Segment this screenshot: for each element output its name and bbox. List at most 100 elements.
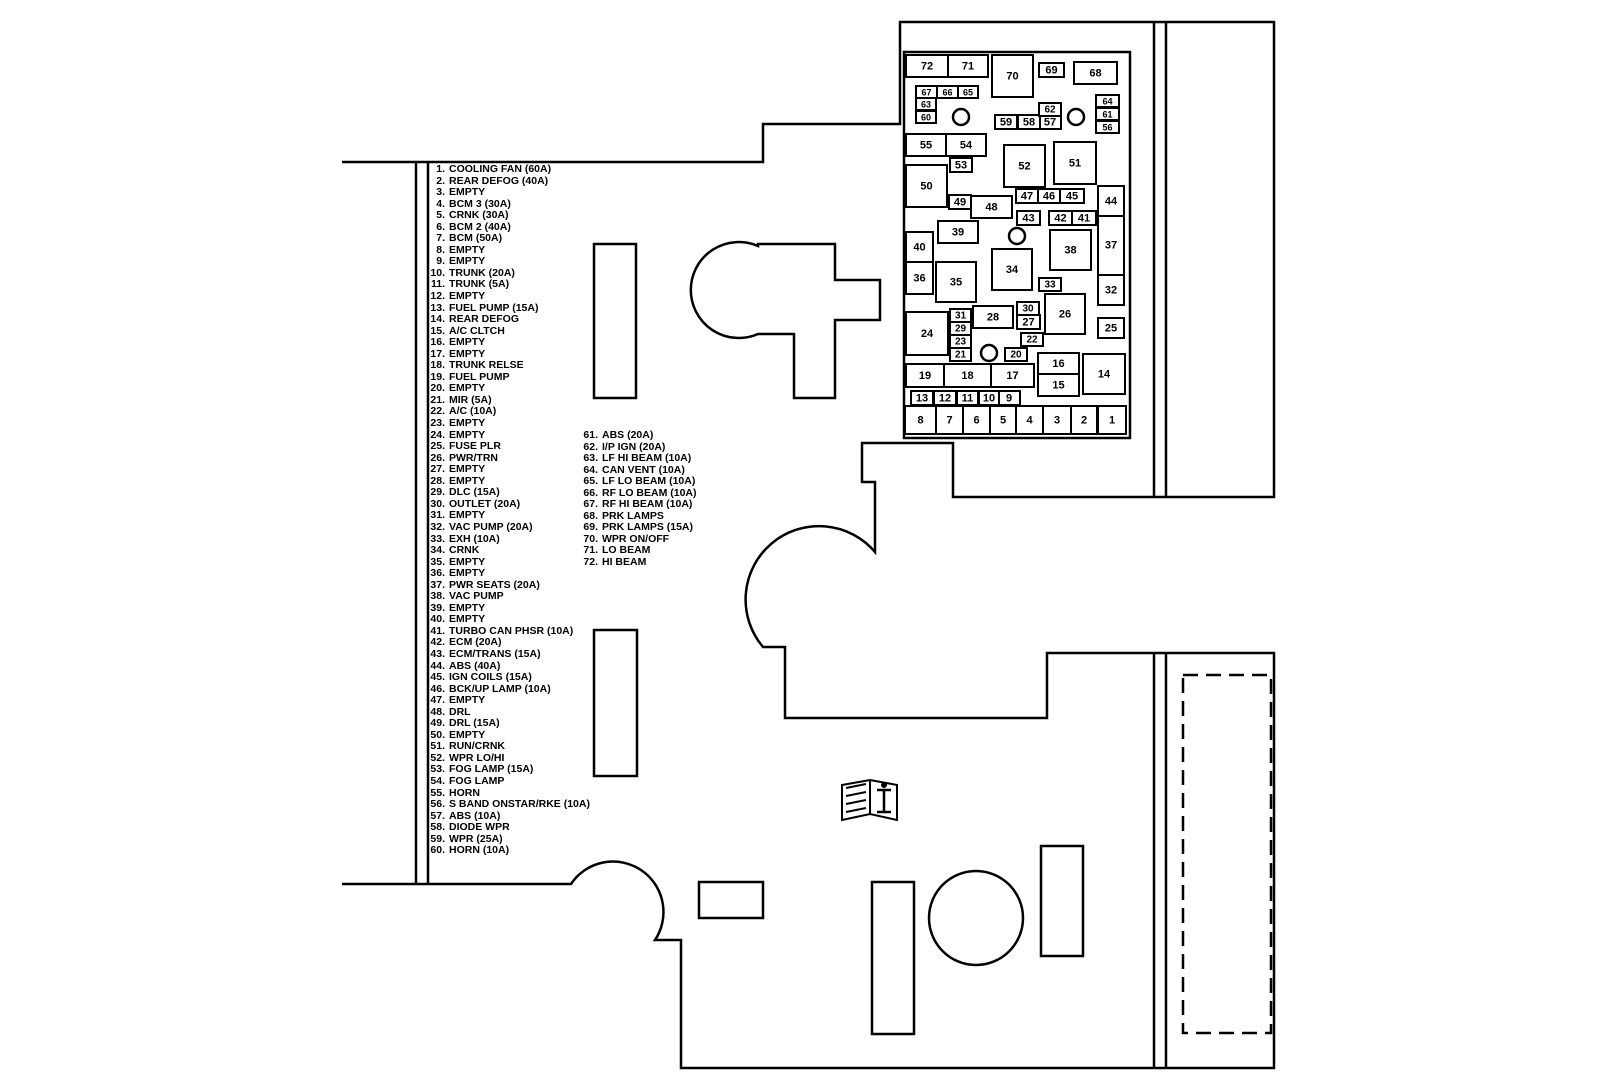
legend-item-number: 6.	[436, 220, 445, 233]
legend-item-number: 69.	[583, 521, 598, 534]
legend-item: 22.A/C (10A)	[423, 406, 590, 418]
legend-item-number: 60.	[430, 844, 445, 857]
fuse-53: 53	[949, 157, 973, 173]
legend-item-label: FUEL PUMP	[449, 370, 510, 383]
fuse-35: 35	[935, 261, 977, 303]
fuse-number-label: 42	[1054, 213, 1066, 225]
legend-item: 59.WPR (25A)	[423, 832, 590, 846]
legend-item-label: EMPTY	[449, 290, 486, 303]
legend-item: 35.EMPTY	[423, 556, 590, 569]
fuse-26: 26	[1044, 293, 1086, 335]
fuse-number-label: 34	[1006, 264, 1019, 276]
legend-item: 60.HORN (10A)	[423, 844, 590, 857]
legend-item-label: EMPTY	[449, 463, 486, 476]
legend-item-label: EMPTY	[449, 255, 486, 268]
fuse-24: 24	[905, 311, 949, 356]
legend-item-label: LF HI BEAM (10A)	[602, 452, 692, 465]
legend-item-label: DRL (15A)	[449, 717, 500, 730]
legend-item: 66.RF LO BEAM (10A)	[576, 487, 696, 500]
mounting-keyhole	[689, 240, 882, 400]
legend-item-label: CRNK	[449, 544, 480, 557]
legend-item-number: 3.	[436, 186, 445, 199]
fuse-box	[972, 305, 1014, 329]
fuse-6: 6	[962, 405, 991, 435]
fuse-52: 52	[1003, 144, 1046, 188]
legend-item-label: EXH (10A)	[449, 532, 500, 545]
fuse-number-label: 70	[1006, 71, 1018, 83]
legend-item: 51.RUN/CRNK	[423, 741, 590, 753]
legend-item-label: TRUNK (5A)	[449, 278, 510, 291]
fuse-54: 54	[945, 133, 987, 157]
fuse-46: 46	[1037, 188, 1061, 204]
fuse-59: 59	[994, 114, 1018, 130]
legend-item: 11.TRUNK (5A)	[423, 279, 590, 291]
fuse-box	[1020, 332, 1044, 347]
legend-item-label: ECM (20A)	[449, 636, 502, 649]
fuse-number-label: 63	[921, 100, 931, 110]
fuse-number-label: 10	[983, 393, 995, 405]
legend-item-number: 42.	[430, 636, 445, 649]
legend-item-label: EMPTY	[449, 509, 486, 522]
fuse-box	[915, 85, 938, 99]
legend-item: 7.BCM (50A)	[423, 233, 590, 245]
legend-item: 34. CRNK	[423, 544, 590, 557]
legend-item-number: 7.	[436, 232, 445, 245]
legend-item-label: FOG LAMP (15A)	[449, 763, 534, 776]
legend-item: 26.PWR/TRN	[423, 452, 590, 465]
fuse-box	[991, 54, 1034, 98]
fuse-number-label: 24	[921, 328, 934, 340]
legend-item: 13.FUEL PUMP (15A)	[423, 302, 590, 315]
legend-item-label: VAC PUMP (20A)	[449, 520, 533, 533]
legend-item-number: 28.	[430, 474, 445, 487]
fuse-number-label: 17	[1006, 370, 1018, 382]
fuse-number-label: 1	[1109, 415, 1115, 427]
fuse-legend-right: 61.ABS (20A)62.I/P IGN (20A)63.LF HI BEA…	[576, 429, 696, 569]
legend-item: 12.EMPTY	[423, 290, 590, 303]
fuse-number-label: 50	[920, 181, 932, 193]
fuse-25: 25	[1097, 317, 1125, 339]
legend-item-number: 32.	[430, 520, 445, 533]
fuse-7: 7	[935, 405, 964, 435]
legend-item-number: 49.	[430, 717, 445, 730]
legend-item-number: 34.	[430, 544, 445, 557]
fuse-1: 1	[1097, 405, 1127, 435]
legend-item-number: 2.	[436, 174, 445, 187]
fuse-13: 13	[910, 390, 934, 406]
fuse-23: 23	[949, 334, 972, 349]
fuse-number-label: 49	[954, 197, 966, 209]
fuse-box	[1037, 352, 1080, 375]
fuse-number-label: 40	[913, 242, 925, 254]
fuse-10: 10	[978, 390, 1000, 406]
fuse-number-label: 39	[952, 227, 964, 239]
legend-item: 46.BCK/UP LAMP (10A)	[423, 682, 590, 696]
fuse-number-label: 68	[1089, 68, 1101, 80]
legend-item: 42. ECM (20A)	[423, 637, 590, 649]
fuse-box	[949, 308, 972, 323]
legend-item-number: 59.	[430, 832, 445, 845]
fuse-number-label: 48	[985, 202, 997, 214]
fuse-box	[905, 133, 947, 157]
fuse-box	[1044, 293, 1086, 335]
legend-item-label: PRK LAMPS (15A)	[602, 521, 694, 534]
fuse-number-label: 19	[919, 370, 931, 382]
legend-item-label: EMPTY	[449, 474, 486, 487]
fuse-64: 64	[1095, 94, 1120, 108]
fuse-44: 44	[1097, 185, 1125, 217]
fuse-number-label: 61	[1102, 110, 1112, 120]
legend-item-number: 46.	[430, 682, 445, 695]
legend-item-number: 29.	[430, 486, 445, 499]
fuse-number-label: 65	[963, 88, 973, 98]
legend-item: 3.EMPTY	[423, 186, 590, 199]
fuse-box	[910, 390, 934, 406]
legend-item-label: A/C (10A)	[449, 405, 497, 418]
fuse-number-label: 15	[1052, 380, 1064, 392]
legend-item-number: 30.	[430, 497, 445, 510]
fuse-number-label: 3	[1054, 415, 1060, 427]
legend-item-label: IGN COILS (15A)	[449, 671, 532, 684]
legend-item: 18.TRUNK RELSE	[423, 360, 590, 372]
fuse-27: 27	[1016, 314, 1041, 330]
fuse-number-label: 47	[1021, 191, 1033, 203]
fuse-box	[905, 231, 934, 263]
legend-item-label: I/P IGN (20A)	[602, 440, 666, 453]
